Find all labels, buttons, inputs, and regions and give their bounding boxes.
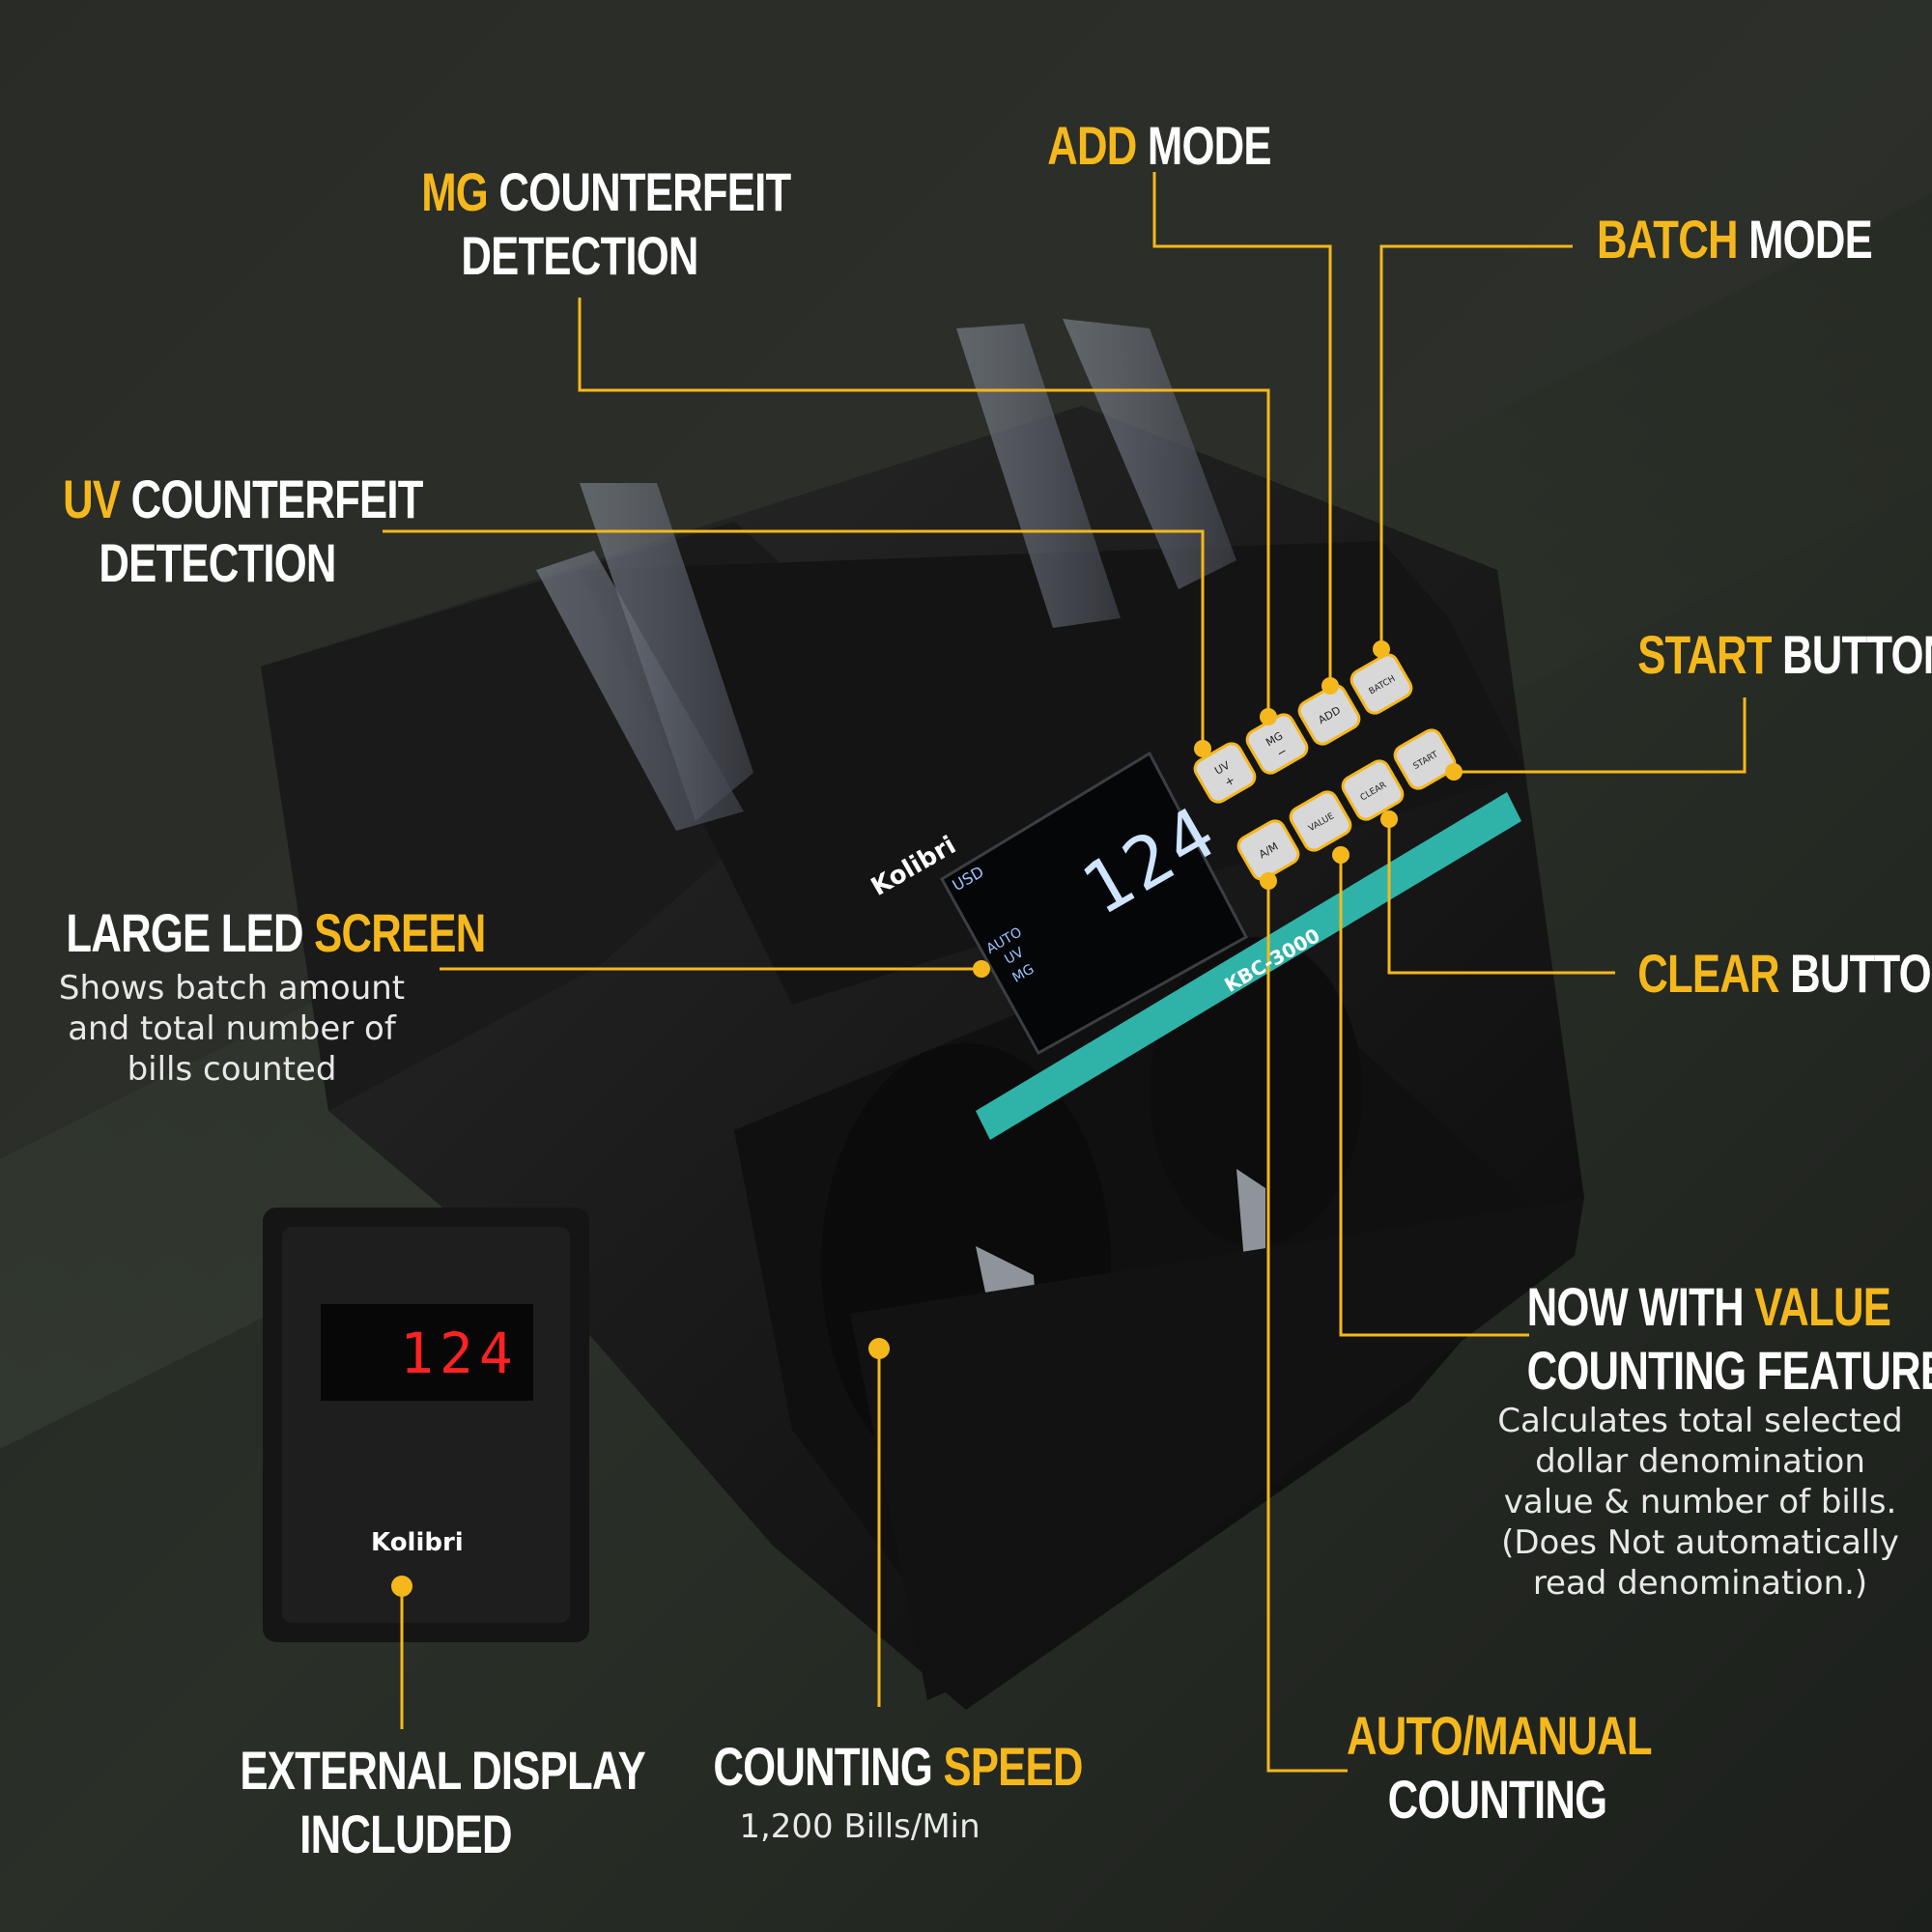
callout-value-desc-3: value & number of bills. [1503, 1483, 1897, 1521]
callout-uv-line1: UV COUNTERFEIT [63, 468, 423, 531]
callout-batch-mode-rest: MODE [1737, 209, 1873, 270]
callout-auto-manual-line2: COUNTING [1387, 1769, 1607, 1830]
callout-mg-rest: COUNTERFEIT [488, 161, 791, 222]
line-clear [1387, 819, 1615, 975]
callout-value-line1: NOW WITH VALUE [1526, 1275, 1891, 1339]
callout-batch-mode-hl: BATCH [1597, 209, 1739, 270]
callout-value-pre: NOW WITH [1526, 1276, 1755, 1337]
callout-value-line2: COUNTING FEATURE [1526, 1340, 1932, 1401]
external-display-count: 124 [400, 1321, 519, 1386]
callout-mg-line1: MG COUNTERFEIT [421, 160, 791, 224]
callout-value-desc-4: (Does Not automatically [1501, 1523, 1899, 1562]
line-mg [578, 298, 1270, 717]
callout-value-hl: VALUE [1754, 1276, 1891, 1337]
callout-start-button-hl: START [1637, 624, 1772, 685]
machine-body [261, 406, 1584, 1710]
callout-value-desc-1: Calculates total selected [1497, 1402, 1903, 1440]
callout-external-display: EXTERNAL DISPLAY INCLUDED [240, 1739, 645, 1866]
callout-mg-hl: MG [421, 161, 489, 222]
callout-auto-manual: AUTO/MANUAL COUNTING [1347, 1704, 1653, 1832]
callout-dots [391, 640, 1463, 1597]
line-value [1339, 855, 1529, 1337]
line-batch [1379, 244, 1573, 649]
button-clear[interactable]: CLEAR [1339, 757, 1406, 823]
brand-logo-external: Kolibri [371, 1528, 464, 1557]
callout-clear-button-hl: CLEAR [1637, 943, 1779, 1004]
callout-speed-pre: COUNTING [713, 1736, 944, 1797]
button-add[interactable]: ADD [1295, 682, 1362, 748]
line-start [1454, 697, 1747, 774]
callout-add-mode-hl: ADD [1047, 115, 1137, 176]
callout-add-mode-rest: MODE [1136, 115, 1272, 176]
callout-value-desc-2: dollar denomination [1535, 1442, 1865, 1481]
callout-lines [383, 172, 1747, 1773]
callout-speed-hl: SPEED [943, 1736, 1083, 1797]
main-lcd-screen [939, 751, 1249, 1056]
button-value[interactable]: VALUE [1287, 788, 1353, 854]
callout-led-desc-1: Shows batch amount [58, 969, 406, 1008]
callout-batch-mode: BATCH MODE [1597, 208, 1873, 271]
button-a-m[interactable]: A/M [1235, 817, 1301, 883]
callout-uv-hl: UV [63, 469, 121, 529]
callout-uv-line2: DETECTION [99, 532, 336, 593]
callout-led-desc-3: bills counted [127, 1050, 337, 1089]
line-uv [383, 529, 1205, 749]
callout-led-screen: LARGE LED SCREEN [66, 901, 486, 965]
bill-guides [536, 319, 1236, 831]
button-start[interactable]: START [1391, 726, 1458, 792]
callout-led-pre: LARGE LED [66, 902, 315, 963]
callout-speed: COUNTING SPEED [713, 1735, 1083, 1799]
callout-value: NOW WITH VALUE COUNTING FEATURE [1526, 1275, 1932, 1403]
line-add-mode [1152, 172, 1332, 683]
callout-add-mode: ADD MODE [1046, 114, 1272, 178]
callout-uv: UV COUNTERFEIT DETECTION [63, 468, 423, 595]
callout-led-desc-2: and total number of [68, 1009, 396, 1048]
callout-external-line1: EXTERNAL DISPLAY [240, 1740, 645, 1801]
callout-value-desc-5: read denomination.) [1532, 1564, 1868, 1603]
callout-uv-rest: COUNTERFEIT [120, 469, 424, 529]
callout-auto-manual-hl: AUTO/MANUAL [1347, 1705, 1653, 1766]
button-batch[interactable]: BATCH [1348, 651, 1414, 717]
button-uv[interactable]: UV+ [1191, 740, 1258, 806]
callout-external-line2: INCLUDED [299, 1804, 512, 1864]
callout-mg: MG COUNTERFEIT DETECTION [421, 160, 791, 288]
callout-led-hl: SCREEN [314, 902, 486, 963]
callout-led-description: Shows batch amount and total number of b… [29, 968, 435, 1090]
callout-mg-line2: DETECTION [461, 225, 698, 286]
line-auto-manual [1266, 881, 1348, 1773]
external-display-unit [263, 1208, 589, 1642]
callout-speed-description: 1,200 Bills/Min [739, 1807, 980, 1846]
callout-value-description: Calculates total selected dollar denomin… [1478, 1401, 1922, 1604]
